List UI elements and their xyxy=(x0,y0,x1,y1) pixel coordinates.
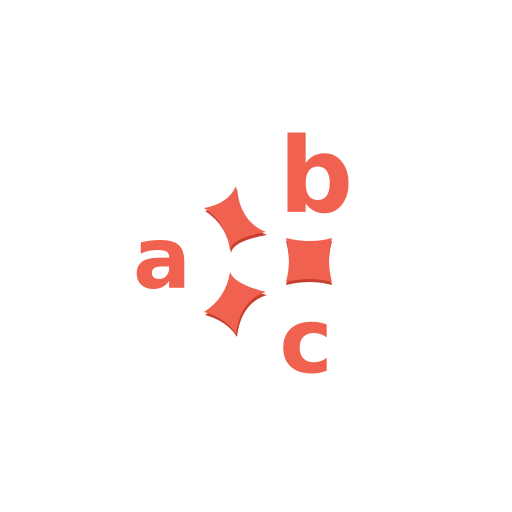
sparkle-diamond-icon xyxy=(204,272,267,337)
sparkle-diamond-icon xyxy=(286,238,332,285)
sparkle-diamond-icon xyxy=(204,186,267,253)
letter-c: c xyxy=(279,289,332,394)
letter-b: b xyxy=(279,115,353,237)
letter-a: a xyxy=(133,209,191,309)
